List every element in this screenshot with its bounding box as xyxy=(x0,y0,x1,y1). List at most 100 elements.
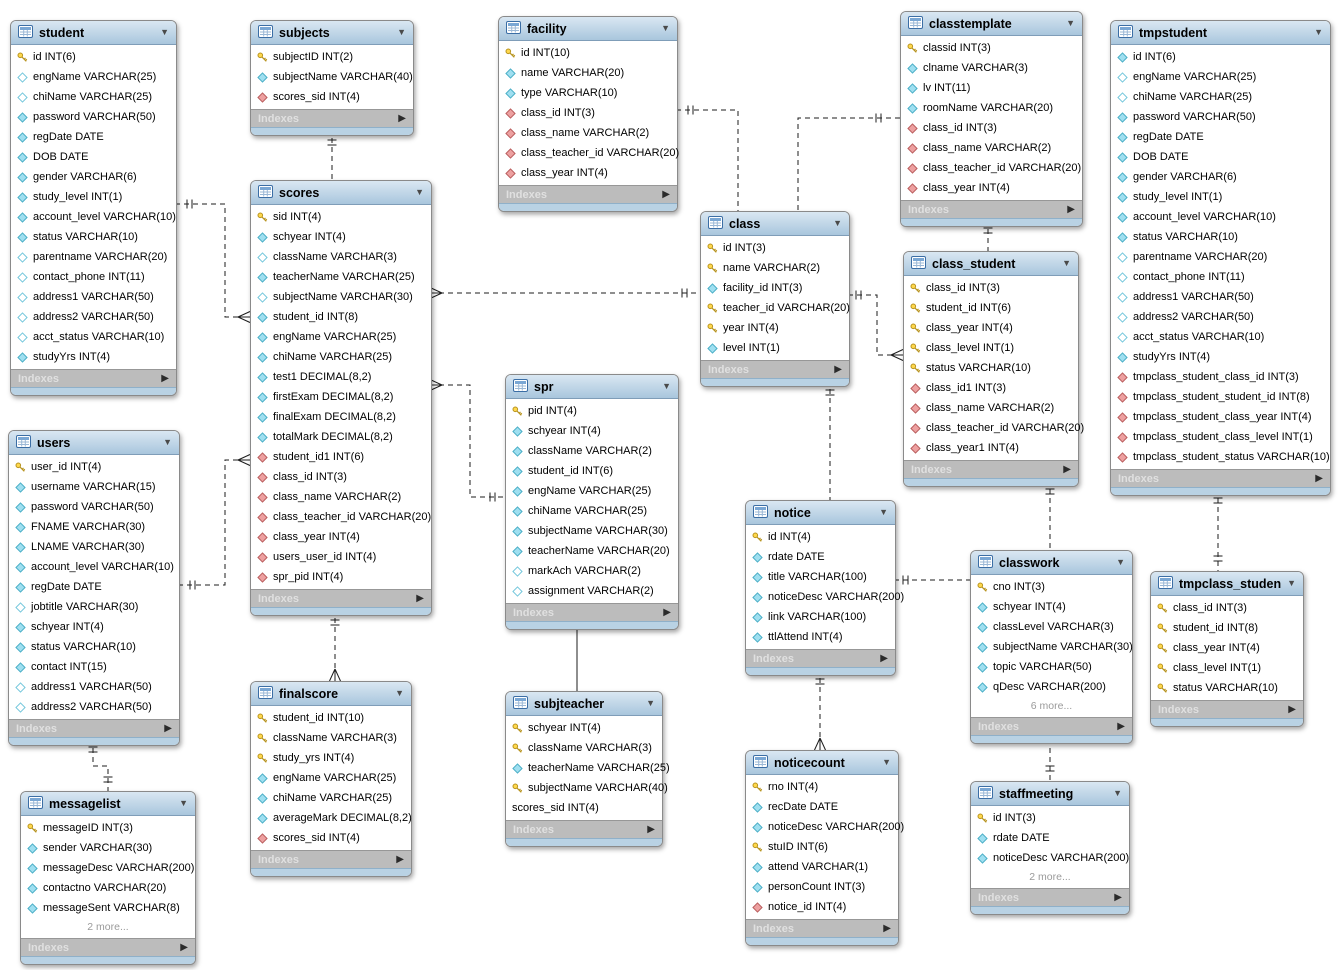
table-subjects[interactable]: subjects▼subjectID INT(2)subjectName VAR… xyxy=(250,20,414,136)
collapse-arrow-icon[interactable]: ▼ xyxy=(882,757,891,767)
primary-key-icon xyxy=(512,723,523,734)
indexes-label: Indexes xyxy=(258,853,299,866)
table-header[interactable]: classwork▼ xyxy=(971,551,1132,575)
table-header[interactable]: tmpstudent▼ xyxy=(1111,21,1330,45)
table-header[interactable]: subjteacher▼ xyxy=(506,692,662,716)
expand-arrow-icon[interactable]: ▶ xyxy=(1063,463,1071,475)
collapse-arrow-icon[interactable]: ▼ xyxy=(662,381,671,391)
indexes-section[interactable]: Indexes▶ xyxy=(9,719,179,737)
table-messagelist[interactable]: messagelist▼messageID INT(3)sender VARCH… xyxy=(20,791,196,965)
collapse-arrow-icon[interactable]: ▼ xyxy=(415,187,424,197)
expand-arrow-icon[interactable]: ▶ xyxy=(1288,703,1296,715)
expand-arrow-icon[interactable]: ▶ xyxy=(663,606,671,618)
column-definition: id INT(3) xyxy=(993,812,1036,824)
table-tmpstudent[interactable]: tmpstudent▼id INT(6)engName VARCHAR(25)c… xyxy=(1110,20,1331,496)
expand-arrow-icon[interactable]: ▶ xyxy=(834,363,842,375)
collapse-arrow-icon[interactable]: ▼ xyxy=(1116,557,1125,567)
indexes-section[interactable]: Indexes▶ xyxy=(746,919,898,937)
collapse-arrow-icon[interactable]: ▼ xyxy=(879,507,888,517)
indexes-section[interactable]: Indexes▶ xyxy=(1151,700,1303,718)
indexes-section[interactable]: Indexes ▶ xyxy=(251,850,411,868)
expand-arrow-icon[interactable]: ▶ xyxy=(416,592,424,604)
primary-key-icon xyxy=(15,462,26,473)
indexes-section[interactable]: Indexes▶ xyxy=(499,185,677,203)
collapse-arrow-icon[interactable]: ▼ xyxy=(1062,258,1071,268)
expand-arrow-icon[interactable]: ▶ xyxy=(1067,203,1075,215)
table-tmpclass_student[interactable]: tmpclass_student▼class_id INT(3)student_… xyxy=(1150,571,1304,727)
expand-arrow-icon[interactable]: ▶ xyxy=(396,853,404,865)
table-student[interactable]: student▼id INT(6)engName VARCHAR(25)chiN… xyxy=(10,20,177,396)
table-header[interactable]: student▼ xyxy=(11,21,176,45)
table-class[interactable]: class▼id INT(3)name VARCHAR(2)facility_i… xyxy=(700,211,850,387)
column-definition: class_id INT(3) xyxy=(1173,602,1247,614)
indexes-section[interactable]: Indexes▶ xyxy=(506,820,662,838)
table-spr[interactable]: spr▼pid INT(4)schyear INT(4)className VA… xyxy=(505,374,679,630)
collapse-arrow-icon[interactable]: ▼ xyxy=(646,698,655,708)
relationship-mark xyxy=(890,349,904,356)
collapse-arrow-icon[interactable]: ▼ xyxy=(1314,27,1323,37)
collapse-arrow-icon[interactable]: ▼ xyxy=(1113,788,1122,798)
table-header[interactable]: staffmeeting▼ xyxy=(971,782,1129,806)
expand-arrow-icon[interactable]: ▶ xyxy=(883,922,891,934)
table-classwork[interactable]: classwork▼cno INT(3)schyear INT(4)classL… xyxy=(970,550,1133,744)
expand-arrow-icon[interactable]: ▶ xyxy=(1117,720,1125,732)
expand-arrow-icon[interactable]: ▶ xyxy=(180,941,188,953)
table-header[interactable]: spr▼ xyxy=(506,375,678,399)
collapse-arrow-icon[interactable]: ▼ xyxy=(833,218,842,228)
table-header[interactable]: facility▼ xyxy=(499,17,677,41)
table-header[interactable]: class▼ xyxy=(701,212,849,236)
table-header[interactable]: scores▼ xyxy=(251,181,431,205)
table-header[interactable]: class_student▼ xyxy=(904,252,1078,276)
expand-arrow-icon[interactable]: ▶ xyxy=(161,372,169,384)
expand-arrow-icon[interactable]: ▶ xyxy=(164,722,172,734)
indexes-section[interactable]: Indexes▶ xyxy=(746,649,895,667)
indexes-section[interactable]: Indexes▶ xyxy=(251,589,431,607)
table-header[interactable]: noticecount▼ xyxy=(746,751,898,775)
collapse-arrow-icon[interactable]: ▼ xyxy=(395,688,404,698)
table-header[interactable]: subjects▼ xyxy=(251,21,413,45)
table-classtemplate[interactable]: classtemplate▼classid INT(3)clname VARCH… xyxy=(900,11,1083,227)
column-row: address1 VARCHAR(50) xyxy=(9,677,179,697)
expand-arrow-icon[interactable]: ▶ xyxy=(1315,472,1323,484)
indexes-section[interactable]: Indexes▶ xyxy=(901,200,1082,218)
collapse-arrow-icon[interactable]: ▼ xyxy=(661,23,670,33)
table-class_student[interactable]: class_student▼class_id INT(3)student_id … xyxy=(903,251,1084,487)
expand-arrow-icon[interactable]: ▶ xyxy=(398,112,406,124)
column-definition: FNAME VARCHAR(30) xyxy=(31,521,146,533)
table-header[interactable]: finalscore▼ xyxy=(251,682,411,706)
collapse-arrow-icon[interactable]: ▼ xyxy=(397,27,406,37)
indexes-section[interactable]: Indexes▶ xyxy=(971,717,1132,735)
indexes-section[interactable]: Indexes▶ xyxy=(21,938,195,956)
table-subjteacher[interactable]: subjteacher▼schyear INT(4)className VARC… xyxy=(505,691,670,847)
expand-arrow-icon[interactable]: ▶ xyxy=(1114,891,1122,903)
indexes-section[interactable]: Indexes▶ xyxy=(971,888,1129,906)
collapse-arrow-icon[interactable]: ▼ xyxy=(160,27,169,37)
collapse-arrow-icon[interactable]: ▼ xyxy=(163,437,172,447)
collapse-arrow-icon[interactable]: ▼ xyxy=(179,798,188,808)
indexes-section[interactable]: Indexes▶ xyxy=(251,109,413,127)
indexes-section[interactable]: Indexes▶ xyxy=(1111,469,1330,487)
table-header[interactable]: tmpclass_student▼ xyxy=(1151,572,1303,596)
indexes-section[interactable]: Indexes▶ xyxy=(11,369,176,387)
collapse-arrow-icon[interactable]: ▼ xyxy=(1287,578,1296,588)
collapse-arrow-icon[interactable]: ▼ xyxy=(1066,18,1075,28)
table-header[interactable]: users▼ xyxy=(9,431,179,455)
table-footer xyxy=(1151,718,1303,726)
table-scores[interactable]: scores▼sid INT(4)schyear INT(4)className… xyxy=(250,180,432,616)
table-facility[interactable]: facility▼id INT(10)name VARCHAR(20)type … xyxy=(498,16,679,212)
expand-arrow-icon[interactable]: ▶ xyxy=(880,652,888,664)
table-header[interactable]: classtemplate▼ xyxy=(901,12,1082,36)
table-header[interactable]: notice▼ xyxy=(746,501,895,525)
indexes-section[interactable]: Indexes▶ xyxy=(904,460,1078,478)
table-finalscore[interactable]: finalscore▼student_id INT(10)className V… xyxy=(250,681,412,877)
column-list: user_id INT(4)username VARCHAR(15)passwo… xyxy=(9,455,179,719)
expand-arrow-icon[interactable]: ▶ xyxy=(662,188,670,200)
table-users[interactable]: users▼user_id INT(4)username VARCHAR(15)… xyxy=(8,430,180,746)
expand-arrow-icon[interactable]: ▶ xyxy=(647,823,655,835)
table-header[interactable]: messagelist▼ xyxy=(21,792,195,816)
indexes-section[interactable]: Indexes▶ xyxy=(506,603,678,621)
indexes-section[interactable]: Indexes▶ xyxy=(701,360,849,378)
